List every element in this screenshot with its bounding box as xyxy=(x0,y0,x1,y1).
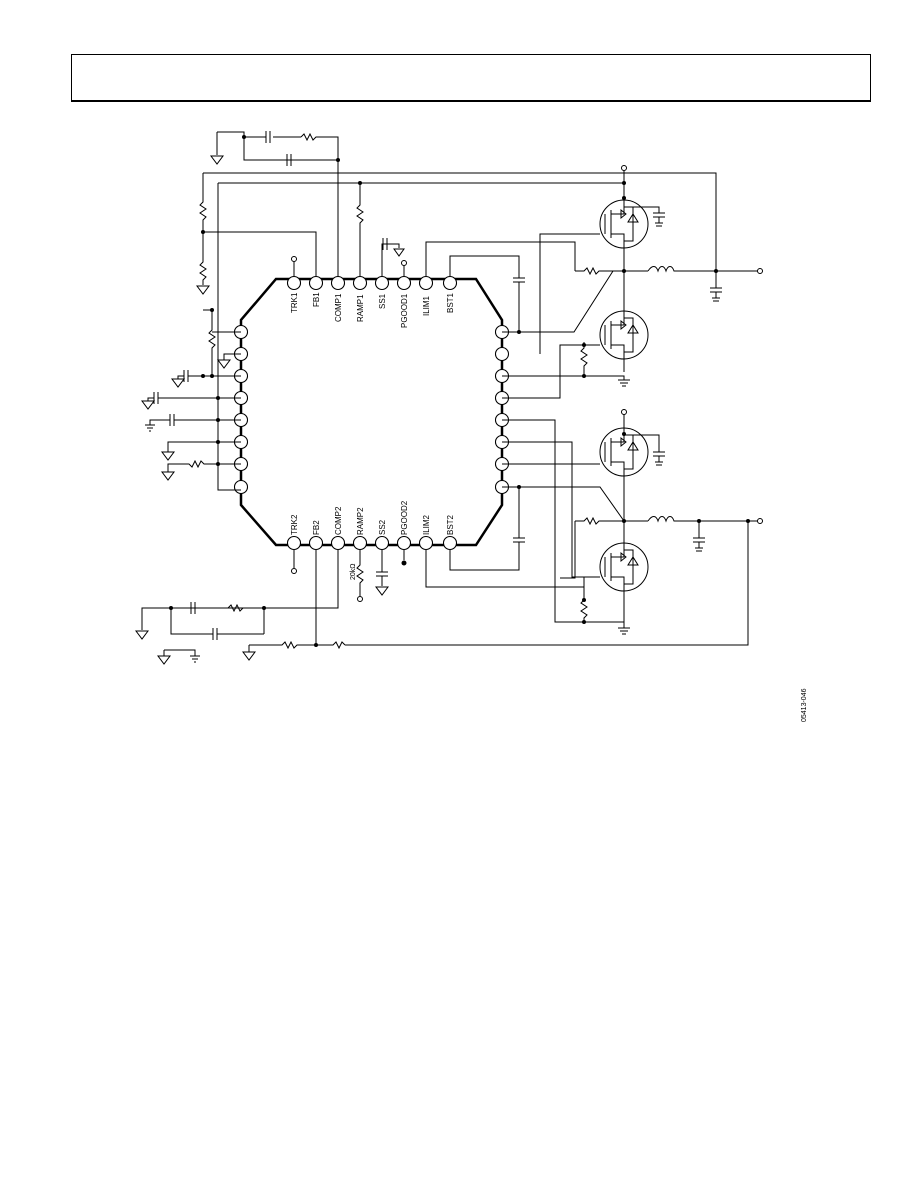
bottom-pin-labels: TRK2 FB2 COMP2 RAMP2 SS2 PGOOD2 ILIM2 BS… xyxy=(290,500,455,535)
label-ilim1: ILIM1 xyxy=(422,295,431,316)
pin-trk2 xyxy=(286,535,302,551)
label-bst1: BST1 xyxy=(446,292,455,313)
top-pin-row xyxy=(286,275,458,291)
switch-node-2 xyxy=(345,476,763,646)
mosfet-low-1 xyxy=(502,310,649,399)
left-pin-networks xyxy=(141,308,241,481)
label-comp1: COMP1 xyxy=(334,293,343,322)
ramp2-ss2-pgood2 xyxy=(291,550,407,602)
header-frame xyxy=(71,54,871,102)
pin-ss2 xyxy=(374,535,390,551)
comp1-network xyxy=(210,131,340,276)
mosfet-low-2 xyxy=(425,419,649,635)
ic-body-outline xyxy=(239,277,504,547)
comp2-network xyxy=(135,550,339,640)
figure-id: 05413-046 xyxy=(801,688,808,722)
pin-ss1 xyxy=(374,275,390,291)
pin-ilim2 xyxy=(418,535,434,551)
label-trk1: TRK1 xyxy=(290,292,299,313)
bottom-pin-row xyxy=(286,535,458,551)
label-ramp2: RAMP2 xyxy=(356,507,365,535)
label-fb2: FB2 xyxy=(312,520,321,535)
label-pgood2: PGOOD2 xyxy=(400,500,409,535)
pin-pgood1 xyxy=(396,275,412,291)
label-ilim2: ILIM2 xyxy=(422,514,431,535)
pin-comp2 xyxy=(330,535,346,551)
fb2-network xyxy=(157,550,346,665)
pin-ramp2 xyxy=(352,535,368,551)
label-ss2: SS2 xyxy=(378,519,387,535)
fb1-network xyxy=(196,172,717,295)
pin-fb1 xyxy=(308,275,324,291)
pin-fb2 xyxy=(308,535,324,551)
label-ramp1: RAMP1 xyxy=(356,294,365,322)
ramp1-network xyxy=(217,181,626,491)
pin-bst2 xyxy=(442,535,458,551)
pin-pgood2 xyxy=(396,535,412,551)
label-ramp2-resistor: 20kΩ xyxy=(350,563,357,580)
pin-trk1 xyxy=(286,275,302,291)
pin-comp1 xyxy=(330,275,346,291)
label-bst2: BST2 xyxy=(446,514,455,535)
label-fb1: FB1 xyxy=(312,292,321,307)
pin-ilim1 xyxy=(418,275,434,291)
label-trk2: TRK2 xyxy=(290,514,299,535)
top-pin-labels: TRK1 FB1 COMP1 RAMP1 SS1 PGOOD1 ILIM1 BS… xyxy=(290,292,455,328)
switch-node-1 xyxy=(518,248,763,333)
label-ss1: SS1 xyxy=(378,293,387,309)
pin-bst1 xyxy=(442,275,458,291)
pin-ramp1 xyxy=(352,275,368,291)
label-pgood1: PGOOD1 xyxy=(400,293,409,328)
ss1-pgood1 xyxy=(291,238,407,276)
label-comp2: COMP2 xyxy=(334,506,343,535)
